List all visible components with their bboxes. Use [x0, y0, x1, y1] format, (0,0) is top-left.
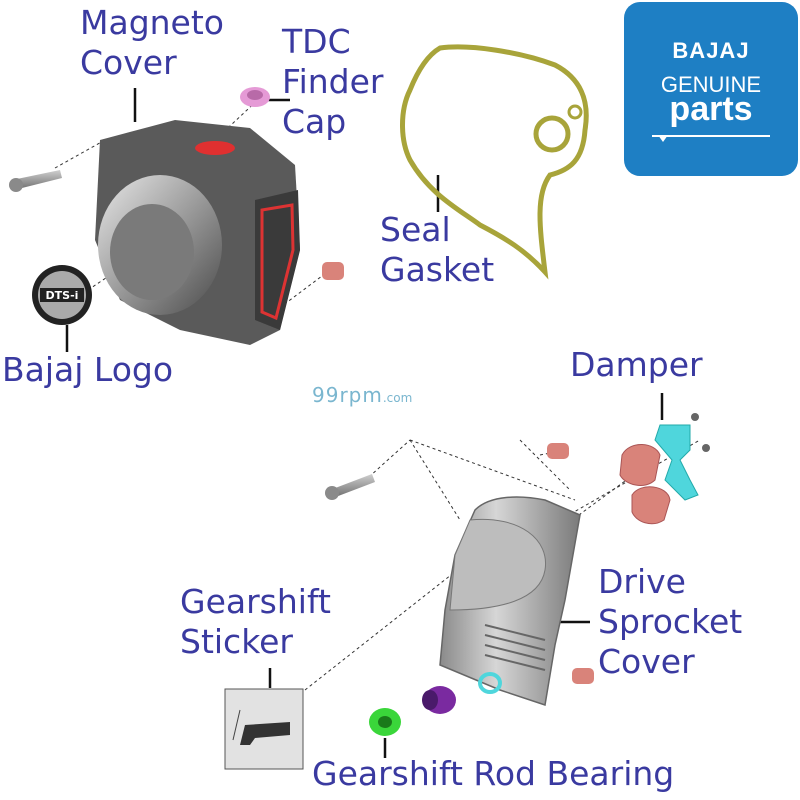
label-drive-sprocket-cover: Drive Sprocket Cover: [598, 562, 742, 682]
label-seal-gasket: Seal Gasket: [380, 210, 494, 290]
label-line: Magneto: [80, 3, 224, 42]
watermark-main: 99rpm: [312, 383, 383, 407]
label-magneto-cover: Magneto Cover: [80, 3, 224, 83]
rubber-pads: [619, 444, 671, 525]
label-line: Gearshift: [180, 582, 331, 621]
label-line: Cap: [282, 102, 347, 141]
logo-genuine: GENUINE: [660, 72, 762, 97]
bajaj-genuine-parts-logo: BAJAJ GENUINE parts: [624, 2, 798, 176]
logo-underline: [652, 135, 770, 137]
purple-bush: [422, 686, 456, 714]
label-line: TDC: [282, 22, 351, 61]
label-line: Gearshift Rod Bearing: [312, 754, 675, 793]
magneto-bush: [322, 262, 344, 280]
label-gearshift-rod-bearing: Gearshift Rod Bearing: [312, 754, 674, 794]
watermark-suffix: .com: [382, 391, 413, 405]
cyan-washer: [478, 672, 502, 694]
label-damper: Damper: [570, 345, 703, 385]
label-line: Sticker: [180, 622, 294, 661]
sprocket-bushes: [547, 443, 594, 684]
label-line: Sprocket: [598, 602, 743, 641]
magneto-cover-part: [95, 120, 300, 345]
label-line: Cover: [80, 43, 177, 82]
label-line: Bajaj Logo: [2, 350, 174, 389]
logo-parts: parts: [669, 90, 753, 128]
badge-text: DTS-i: [46, 289, 79, 302]
damper-part: [654, 413, 710, 501]
label-gearshift-sticker: Gearshift Sticker: [180, 582, 331, 662]
logo-brand: BAJAJ: [672, 38, 750, 63]
gearshift-rod-bearing-part: [369, 708, 401, 736]
label-line: Gasket: [380, 250, 495, 289]
label-line: Damper: [570, 345, 703, 384]
label-line: Finder: [282, 62, 384, 101]
label-line: Drive: [598, 562, 686, 601]
tdc-finder-cap-part: [240, 87, 270, 107]
bajaj-logo-badge: DTS-i: [32, 265, 92, 325]
magneto-bolt: [9, 170, 62, 192]
gearshift-sticker-part: [224, 688, 304, 770]
label-line: Seal: [380, 210, 451, 249]
seal-gasket-part: [400, 44, 589, 280]
drive-sprocket-cover-part: [439, 496, 581, 706]
logo-caret-icon: [658, 135, 668, 142]
label-bajaj-logo: Bajaj Logo: [2, 350, 173, 390]
label-tdc-finder-cap: TDC Finder Cap: [282, 22, 383, 142]
watermark: 99rpm.com: [312, 383, 412, 407]
pointer-lines: [65, 88, 664, 758]
label-line: Cover: [598, 642, 695, 681]
sprocket-cover-bolt: [325, 474, 375, 500]
